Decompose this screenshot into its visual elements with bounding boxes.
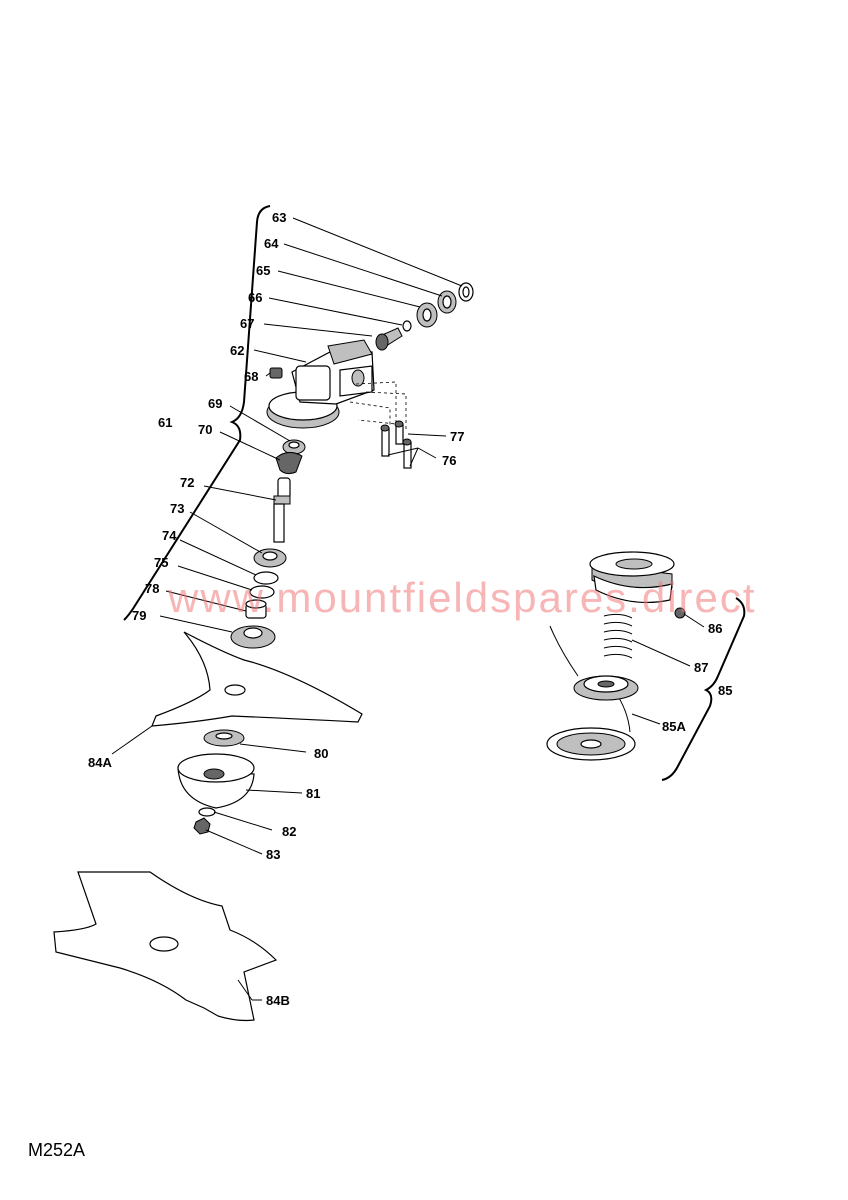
part-73-seal: [253, 548, 287, 568]
part-82-washer: [198, 807, 216, 817]
watermark: www.mountfieldspares.direct: [168, 574, 757, 621]
part-85-trimmer-head-cover: [589, 551, 675, 604]
part-63-washer: [458, 282, 474, 302]
brace-85: [661, 597, 746, 781]
part-87-spring: [603, 613, 633, 659]
part-85-base: [546, 727, 636, 761]
part-85a-spool: [549, 625, 639, 733]
label-69: 69: [208, 396, 222, 411]
clamp-outline: [349, 381, 407, 430]
leader-lines: [111, 217, 705, 1001]
label-82: 82: [282, 824, 296, 839]
label-73: 73: [170, 501, 184, 516]
part-72-output-shaft: [273, 477, 291, 543]
part-81-guard-cup: [177, 753, 255, 809]
label-86: 86: [708, 621, 722, 636]
part-83-nut: [193, 817, 211, 835]
label-79: 79: [132, 608, 146, 623]
part-70-bevel-gear: [275, 452, 303, 475]
part-67-pinion-gear: [375, 327, 403, 351]
label-66: 66: [248, 290, 262, 305]
part-64-bearing: [437, 290, 457, 314]
label-70: 70: [198, 422, 212, 437]
part-76-bolts: [380, 424, 412, 469]
label-76: 76: [442, 453, 456, 468]
label-65: 65: [256, 263, 270, 278]
label-87: 87: [694, 660, 708, 675]
label-78: 78: [145, 581, 159, 596]
part-69-bearing: [282, 439, 306, 455]
part-79-holder: [230, 625, 276, 649]
part-68-grease-plug: [269, 367, 283, 379]
part-74-circlip: [253, 571, 279, 585]
label-85a: 85A: [662, 719, 686, 734]
label-85: 85: [718, 683, 732, 698]
label-64: 64: [264, 236, 279, 251]
label-67: 67: [240, 316, 254, 331]
drawing-code: M252A: [28, 1140, 86, 1160]
label-77: 77: [450, 429, 464, 444]
label-63: 63: [272, 210, 286, 225]
part-62-gearhead-housing: [266, 339, 375, 429]
label-84a: 84A: [88, 755, 112, 770]
label-62: 62: [230, 343, 244, 358]
part-66-circlip: [402, 320, 412, 332]
label-83: 83: [266, 847, 280, 862]
label-74: 74: [162, 528, 177, 543]
label-61: 61: [158, 415, 172, 430]
part-84b-blade: [53, 871, 278, 1022]
part-77-bolt: [394, 420, 404, 445]
label-80: 80: [314, 746, 328, 761]
part-80-washer: [203, 729, 245, 747]
label-68: 68: [244, 369, 258, 384]
part-75-washer: [249, 585, 275, 599]
part-86-button: [674, 607, 686, 619]
part-84a-blade: [151, 631, 363, 727]
label-72: 72: [180, 475, 194, 490]
part-65-bearing: [416, 302, 438, 328]
label-81: 81: [306, 786, 320, 801]
brace-61: [123, 205, 271, 621]
label-84b: 84B: [266, 993, 290, 1008]
label-75: 75: [154, 555, 168, 570]
